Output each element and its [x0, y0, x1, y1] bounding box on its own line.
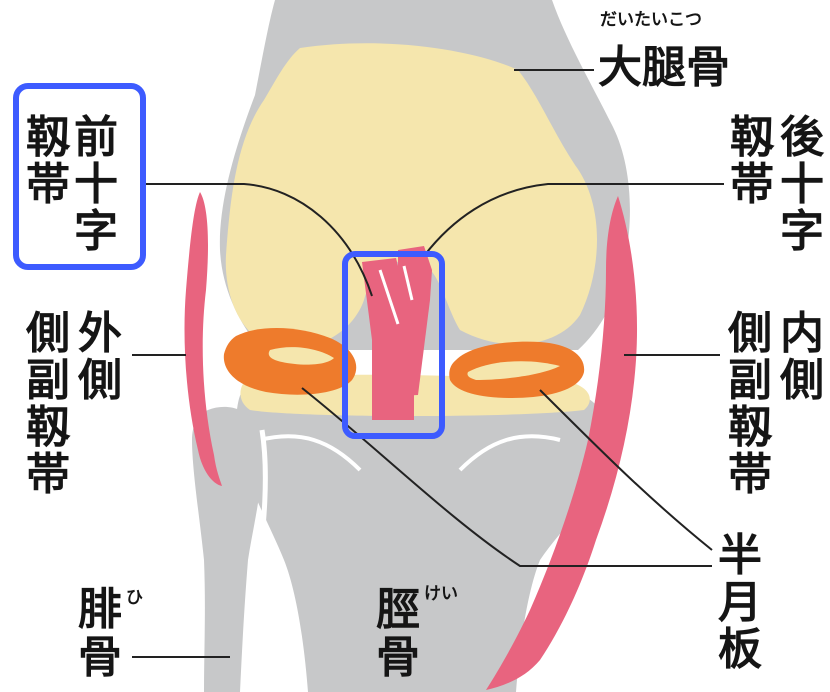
pcl-label-col2: 靱帯 — [728, 114, 776, 208]
fibula-label-char1: 腓 — [78, 588, 122, 632]
tibia-bone — [236, 386, 608, 692]
tibia-label-char2: 骨 — [376, 636, 420, 680]
tibia-ruby: けい — [424, 586, 458, 603]
femur-ruby: だいたいこつ — [600, 12, 702, 29]
meniscus-label: 半月板 — [716, 532, 764, 673]
fibula-ruby: ひ — [126, 590, 143, 607]
acl-label-col2: 靱帯 — [24, 114, 72, 208]
lcl-label-col1: 外側 — [76, 310, 124, 404]
fibula-label-char2: 骨 — [78, 636, 122, 680]
mcl-label-col1: 内側 — [778, 310, 826, 404]
mcl-label-col2: 側副靱帯 — [726, 310, 774, 498]
acl-label-col1: 前十字 — [72, 114, 120, 255]
femur-label: 大腿骨 — [598, 46, 730, 90]
pcl-label-col1: 後十字 — [778, 114, 826, 255]
lcl-label-col2: 側副靱帯 — [24, 310, 72, 498]
tibia-label-char1: 脛 — [376, 588, 420, 632]
